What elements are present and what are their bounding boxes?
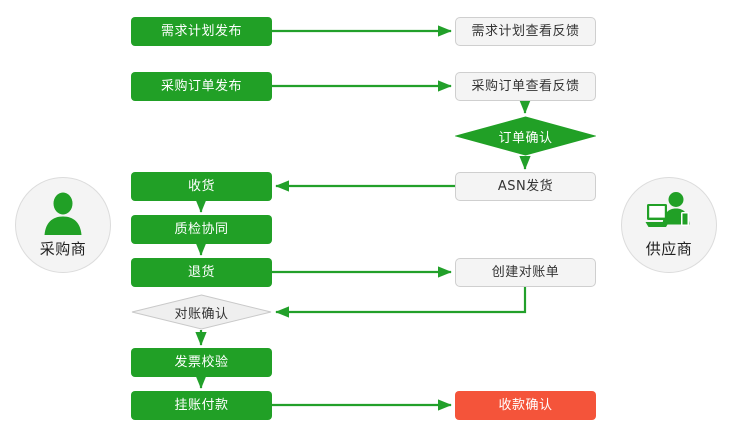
- flow-node-node[interactable]: 收货: [131, 172, 272, 201]
- flow-node-node[interactable]: 发票校验: [131, 348, 272, 377]
- flow-node-node[interactable]: 采购订单发布: [131, 72, 272, 101]
- diamond-shape: [131, 294, 272, 330]
- flow-node-node[interactable]: 质检协同: [131, 215, 272, 244]
- flow-node-label: 质检协同: [174, 222, 229, 237]
- actor-buyer-label: 采购商: [39, 240, 87, 258]
- flow-node-label: 需求计划发布: [160, 24, 242, 39]
- flow-node-node[interactable]: 需求计划发布: [131, 17, 272, 46]
- flow-node-label: 采购订单发布: [160, 79, 242, 94]
- flow-node-label: 发票校验: [174, 355, 229, 370]
- person-icon: [37, 191, 89, 237]
- flow-node-label: 退货: [187, 265, 215, 280]
- flow-node-node[interactable]: 收款确认: [455, 391, 596, 420]
- flow-node-node[interactable]: 退货: [131, 258, 272, 287]
- flow-node-decision-green-5[interactable]: 订单确认: [454, 116, 597, 156]
- flow-node-label: 采购订单查看反馈: [471, 79, 580, 94]
- flow-node-node[interactable]: 需求计划查看反馈: [455, 17, 596, 46]
- person-at-computer-icon: [643, 191, 695, 237]
- flow-edge-e9: [275, 287, 527, 318]
- diamond-shape: [454, 116, 597, 156]
- flow-node-decision-gray-11[interactable]: 对账确认: [131, 294, 272, 330]
- actor-buyer: 采购商: [15, 177, 111, 273]
- flow-node-label: 需求计划查看反馈: [471, 24, 580, 39]
- flow-node-label: 挂账付款: [174, 398, 229, 413]
- flow-node-label: 创建对账单: [491, 265, 560, 280]
- flow-node-label: ASN发货: [497, 179, 554, 194]
- flow-node-node[interactable]: 创建对账单: [455, 258, 596, 287]
- actor-supplier-label: 供应商: [645, 240, 693, 258]
- flow-node-node[interactable]: 采购订单查看反馈: [455, 72, 596, 101]
- flow-node-label: 收货: [187, 179, 215, 194]
- flow-node-asn[interactable]: ASN发货: [455, 172, 596, 201]
- flow-node-node[interactable]: 挂账付款: [131, 391, 272, 420]
- actor-supplier: 供应商: [621, 177, 717, 273]
- flow-node-label: 收款确认: [498, 398, 553, 413]
